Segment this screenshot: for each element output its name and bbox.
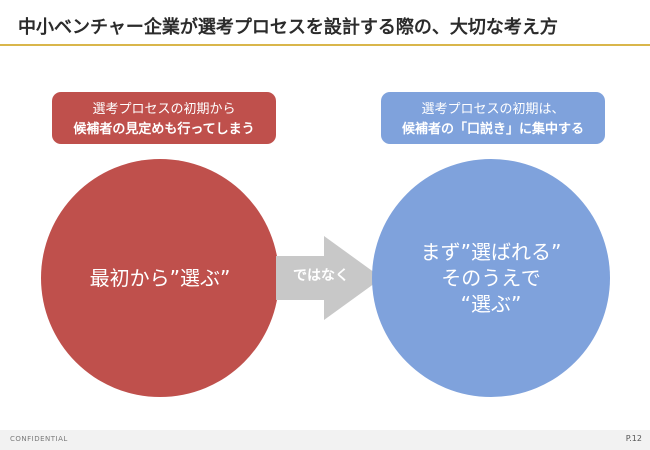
arrow-shape bbox=[276, 236, 382, 320]
left-callout: 選考プロセスの初期から 候補者の見定めも行ってしまう bbox=[52, 92, 276, 144]
right-circle-line2: そのうえで bbox=[441, 266, 541, 290]
confidential-label: CONFIDENTIAL bbox=[10, 435, 68, 443]
footer-bar bbox=[0, 430, 650, 450]
right-callout-line2: 候補者の「口説き」に集中する bbox=[401, 122, 584, 137]
slide-title: 中小ベンチャー企業が選考プロセスを設計する際の、大切な考え方 bbox=[18, 17, 558, 38]
right-callout-line1: 選考プロセスの初期は、 bbox=[421, 102, 565, 117]
page-number: P.12 bbox=[625, 434, 642, 443]
right-circle: まず”選ばれる” そのうえで “選ぶ” bbox=[372, 159, 610, 397]
left-callout-line2: 候補者の見定めも行ってしまう bbox=[73, 122, 255, 137]
right-circle-line1: まず”選ばれる” bbox=[420, 240, 562, 264]
left-callout-line1: 選考プロセスの初期から bbox=[92, 102, 236, 117]
left-circle: 最初から”選ぶ” bbox=[41, 159, 279, 397]
arrow-label: ではなく bbox=[293, 268, 349, 284]
left-circle-text: 最初から”選ぶ” bbox=[89, 266, 231, 290]
title-underline bbox=[0, 44, 650, 46]
right-callout: 選考プロセスの初期は、 候補者の「口説き」に集中する bbox=[381, 92, 605, 144]
arrow-right-icon bbox=[276, 236, 382, 320]
right-circle-line3: “選ぶ” bbox=[460, 292, 522, 316]
